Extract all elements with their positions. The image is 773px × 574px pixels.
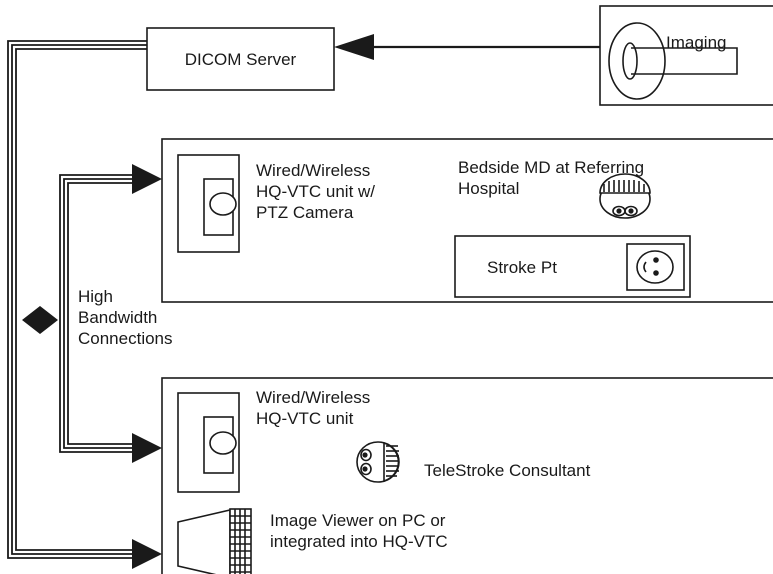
imaging-scanner-icon bbox=[608, 22, 738, 100]
consultant-vtc-label: Wired/Wireless HQ-VTC unit bbox=[256, 387, 370, 429]
referring-vtc-icon bbox=[177, 154, 240, 253]
stroke-patient-label: Stroke Pt bbox=[487, 258, 557, 277]
dicom-server-label: DICOM Server bbox=[184, 50, 297, 69]
dicom-server-box bbox=[146, 27, 335, 91]
network-backbone bbox=[7, 40, 147, 559]
junction-diamond bbox=[22, 306, 58, 334]
bedside-md-icon bbox=[599, 173, 651, 219]
patient-pillow bbox=[626, 243, 685, 291]
referring-vtc-label-line-2: HQ-VTC unit w/ bbox=[256, 182, 376, 201]
image-viewer-icon bbox=[177, 508, 252, 574]
bedside-md-label-line-1: Bedside MD at Referring bbox=[458, 158, 645, 177]
arrow-to-consultant-vtc bbox=[132, 433, 162, 463]
image-viewer-label-line-1: Image Viewer on PC or bbox=[270, 511, 446, 530]
consultant-vtc-icon bbox=[177, 392, 240, 493]
telestroke-consultant-icon bbox=[356, 441, 400, 483]
connections-label-line-3: Connections bbox=[78, 329, 173, 348]
arrow-to-referring-vtc bbox=[132, 164, 162, 194]
consultant-vtc-label-line-2: HQ-VTC unit bbox=[256, 409, 354, 428]
imaging-label: Imaging bbox=[666, 33, 727, 52]
bedside-md-label-line-2: Hospital bbox=[458, 179, 520, 198]
connections-label-line-1: High bbox=[78, 287, 113, 306]
arrow-to-image-viewer bbox=[132, 539, 162, 569]
high-bandwidth-branch bbox=[59, 174, 140, 453]
connections-label: High Bandwidth Connections bbox=[78, 286, 173, 349]
bedside-md-label: Bedside MD at Referring Hospital bbox=[458, 157, 644, 199]
referring-site-box bbox=[161, 138, 773, 303]
referring-vtc-label-line-3: PTZ Camera bbox=[256, 203, 354, 222]
stroke-patient-bed bbox=[454, 235, 691, 298]
image-viewer-label: Image Viewer on PC or integrated into HQ… bbox=[270, 510, 448, 552]
image-viewer-label-line-2: integrated into HQ-VTC bbox=[270, 532, 448, 551]
telestroke-consultant-label: TeleStroke Consultant bbox=[424, 461, 591, 480]
imaging-box bbox=[599, 5, 773, 106]
referring-vtc-label: Wired/Wireless HQ-VTC unit w/ PTZ Camera bbox=[256, 160, 375, 223]
connections-label-line-2: Bandwidth bbox=[78, 308, 158, 327]
stroke-patient-head-icon bbox=[636, 250, 674, 284]
referring-vtc-label-line-1: Wired/Wireless bbox=[256, 161, 371, 180]
arrow-to-dicom bbox=[334, 34, 374, 60]
consultant-site-box bbox=[161, 377, 773, 574]
consultant-vtc-label-line-1: Wired/Wireless bbox=[256, 388, 371, 407]
